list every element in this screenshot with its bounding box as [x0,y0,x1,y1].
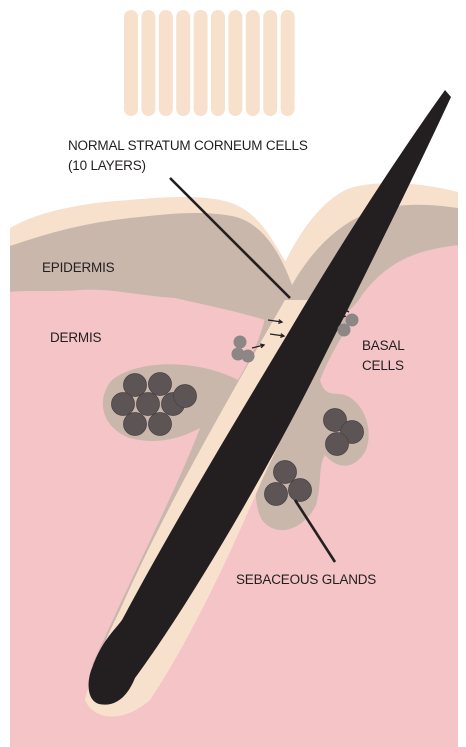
gland-cell [274,461,297,484]
sebaceous-glands-label: SEBACEOUS GLANDS [236,572,376,587]
stratum-corneum-cell [159,10,173,116]
dermis-label: DERMIS [50,330,101,345]
stratum-corneum-cell [124,10,138,116]
stratum-corneum-label-line2: (10 LAYERS) [68,158,146,173]
gland-cell [265,483,288,506]
stratum-corneum-cell [194,10,208,116]
basal-cells-label-line2: CELLS [362,358,404,373]
gland-cell [149,413,172,436]
stratum-corneum-label-line1: NORMAL STRATUM CORNEUM CELLS [68,138,308,153]
stratum-corneum-cell [176,10,190,116]
stratum-corneum-layers [124,10,295,116]
stratum-corneum-cell [141,10,155,116]
stratum-corneum-cell [228,10,242,116]
gland-cell [137,393,160,416]
basal-cell [232,348,245,361]
gland-cell [174,385,197,408]
basal-cell [346,314,359,327]
gland-cell [289,479,312,502]
gland-cell [112,393,135,416]
gland-cell [326,433,349,456]
basal-cell [234,336,247,349]
gland-cell [149,373,172,396]
stratum-corneum-cell [281,10,295,116]
epidermis-label: EPIDERMIS [42,260,115,275]
stratum-corneum-cell [246,10,260,116]
gland-cell [124,413,147,436]
basal-cells-label-line1: BASAL [362,338,405,353]
stratum-corneum-cell [263,10,277,116]
stratum-corneum-cell [211,10,225,116]
